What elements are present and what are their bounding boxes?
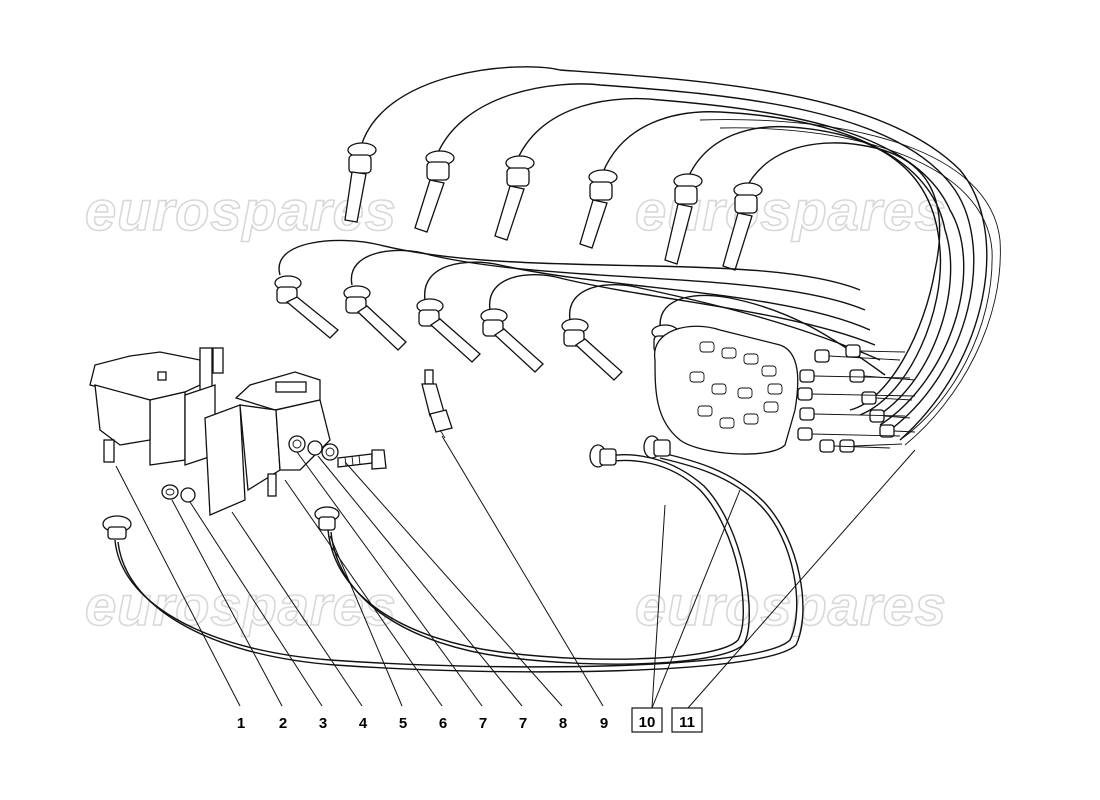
lower-plug-boot-3: [416, 298, 481, 363]
callout-10-box: [631, 707, 663, 733]
callout-3: 3: [319, 715, 327, 732]
callout-2: 2: [279, 715, 287, 732]
callout-1: 1: [237, 715, 245, 732]
connector-cluster: [797, 344, 916, 453]
bolt: [337, 449, 387, 470]
lower-plug-boot-1: [274, 275, 339, 339]
lower-plug-boot-2: [343, 285, 407, 351]
spark-plug: [421, 369, 453, 439]
distributor-cap: [654, 325, 799, 455]
watermark-bottom-left: eurospares: [85, 574, 397, 637]
lead-end-caps: [102, 435, 671, 540]
leader-lines: [115, 435, 916, 709]
callout-8: 8: [559, 715, 567, 732]
watermark-top-left: eurospares: [85, 179, 397, 242]
nut-washer-set: [161, 440, 339, 503]
watermark-bottom-right: eurospares: [635, 574, 947, 637]
upper-plug-boot-1: [344, 142, 377, 223]
lower-plug-boot-4: [480, 308, 544, 373]
upper-plug-boot-2: [414, 150, 455, 233]
lower-plug-boot-5: [561, 318, 623, 381]
ignition-module: [89, 347, 224, 466]
callout-11-box: [671, 707, 703, 733]
upper-plug-boot-6: [722, 182, 763, 271]
upper-ignition-leads: [344, 66, 1001, 446]
upper-plug-boot-3: [494, 155, 535, 241]
callout-7a: 7: [479, 715, 487, 732]
callout-labels: 1 2 3 4 5 6 7 7 8 9 10 11: [237, 707, 703, 733]
callout-10: 10: [639, 714, 656, 731]
callout-7b: 7: [519, 715, 527, 732]
callout-5: 5: [399, 715, 407, 732]
coil-leads: [114, 452, 804, 673]
upper-plug-boot-4: [579, 169, 618, 249]
upper-plug-boot-5: [664, 173, 703, 265]
callout-9: 9: [600, 715, 608, 732]
callout-11: 11: [679, 714, 695, 731]
callout-4: 4: [359, 715, 368, 732]
callout-6: 6: [439, 715, 447, 732]
